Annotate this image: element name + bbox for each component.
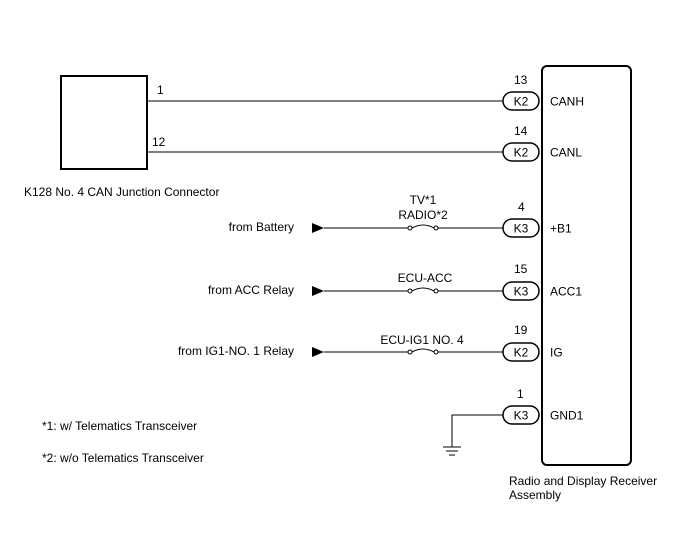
connector-id: K3 [514, 285, 529, 299]
junction-connector-box [60, 75, 148, 170]
fuse-terminal [433, 225, 439, 231]
fuse-label: ECU-IG1 NO. 4 [380, 333, 464, 347]
arrow-icon [312, 286, 324, 296]
fuse-label-line1: TV*1 [410, 193, 437, 207]
signal-label: +B1 [550, 222, 572, 236]
connector-id: K3 [514, 409, 529, 423]
connector-id: K3 [514, 222, 529, 236]
pin-number: 1 [517, 387, 524, 401]
connector-id: K2 [514, 346, 529, 360]
junction-pin-1: 1 [157, 83, 164, 97]
connector-id: K2 [514, 146, 529, 160]
fuse-icon [411, 224, 435, 229]
source-label: from Battery [229, 220, 294, 234]
fuse-terminal [407, 288, 413, 294]
signal-label: GND1 [550, 409, 584, 423]
note-1: *1: w/ Telematics Transceiver [42, 419, 197, 433]
source-label: from IG1-NO. 1 Relay [178, 344, 294, 358]
signal-label: ACC1 [550, 285, 582, 299]
junction-connector-label: K128 No. 4 CAN Junction Connector [24, 185, 219, 199]
pin-number: 13 [514, 73, 528, 87]
note-2: *2: w/o Telematics Transceiver [42, 451, 204, 465]
connector-badge [502, 218, 540, 238]
receiver-label-line2: Assembly [509, 488, 561, 502]
fuse-icon [411, 348, 435, 353]
receiver-label-line1: Radio and Display Receiver [509, 474, 657, 488]
pin-number: 4 [518, 200, 525, 214]
arrow-icon [312, 223, 324, 233]
receiver-box [541, 65, 632, 466]
fuse-icon [411, 287, 435, 292]
connector-badge [502, 342, 540, 362]
fuse-label-line2: RADIO*2 [398, 208, 448, 222]
pin-number: 14 [514, 124, 528, 138]
connector-badge [502, 281, 540, 301]
arrow-icon [312, 347, 324, 357]
connector-badge [502, 405, 540, 425]
pin-number: 19 [514, 323, 528, 337]
signal-label: IG [550, 346, 563, 360]
source-label: from ACC Relay [208, 283, 294, 297]
signal-label: CANH [550, 95, 584, 109]
pin-number: 15 [514, 262, 528, 276]
fuse-terminal [407, 225, 413, 231]
fuse-label: ECU-ACC [398, 271, 453, 285]
fuse-terminal [407, 349, 413, 355]
fuse-terminal [433, 288, 439, 294]
junction-pin-12: 12 [152, 135, 166, 149]
connector-badge [502, 142, 540, 162]
ground-wire [451, 414, 503, 447]
connector-badge [502, 91, 540, 111]
signal-label: CANL [550, 146, 582, 160]
fuse-terminal [433, 349, 439, 355]
connector-id: K2 [514, 95, 529, 109]
